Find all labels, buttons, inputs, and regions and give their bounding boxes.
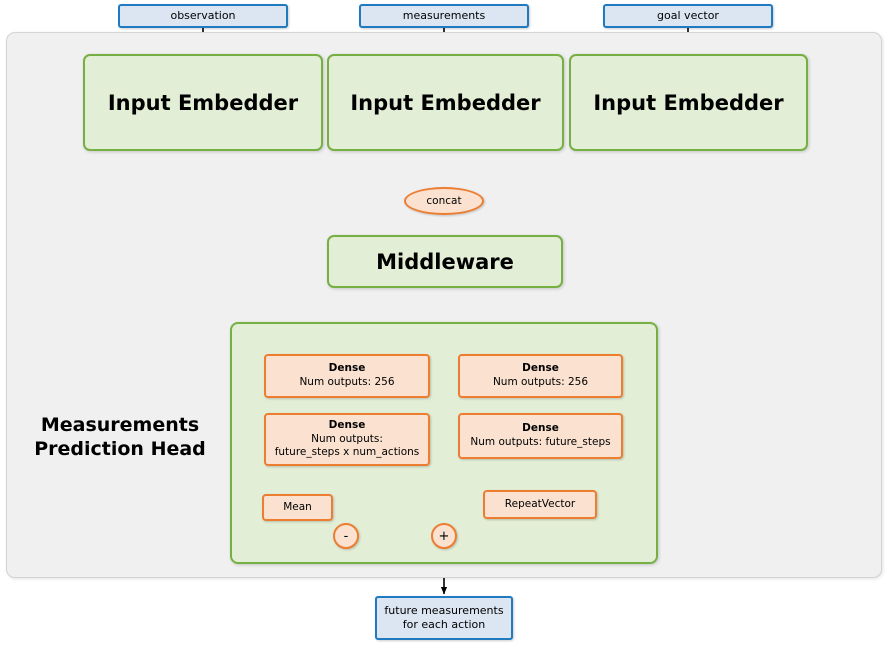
add-operator[interactable]: + [431, 523, 457, 549]
subtract-operator-label: - [343, 528, 349, 544]
input-embedder-2-label: Input Embedder [350, 90, 541, 115]
dense-left-1[interactable]: Dense Num outputs: 256 [264, 354, 430, 398]
dense-right-1-title: Dense [522, 362, 559, 375]
input-embedder-3-label: Input Embedder [593, 90, 784, 115]
dense-left-2-title: Dense [328, 419, 366, 432]
input-goal-vector-label: goal vector [657, 9, 719, 23]
input-goal-vector[interactable]: goal vector [603, 4, 773, 28]
measurements-prediction-head-label: Measurements Prediction Head [22, 414, 218, 462]
repeat-vector-node[interactable]: RepeatVector [483, 490, 597, 519]
dense-right-2[interactable]: Dense Num outputs: future_steps [458, 413, 623, 459]
input-embedder-1[interactable]: Input Embedder [83, 54, 323, 151]
dense-right-1-detail: Num outputs: 256 [492, 376, 589, 388]
output-line2: for each action [402, 618, 486, 631]
dense-left-2-detail-line2: future_steps x num_actions [274, 446, 420, 459]
head-label-line1: Measurements [40, 414, 200, 436]
subtract-operator[interactable]: - [333, 523, 359, 549]
input-measurements-label: measurements [402, 9, 486, 23]
input-measurements[interactable]: measurements [359, 4, 529, 28]
repeat-vector-label: RepeatVector [504, 497, 576, 510]
dense-left-1-detail: Num outputs: 256 [299, 376, 395, 388]
output-line1: future measurements [384, 604, 504, 618]
dense-right-2-detail: Num outputs: future_steps [470, 436, 611, 448]
middleware-label: Middleware [376, 249, 514, 274]
input-observation[interactable]: observation [118, 4, 288, 28]
input-embedder-1-label: Input Embedder [107, 90, 299, 115]
input-embedder-2[interactable]: Input Embedder [327, 54, 564, 151]
concat-node[interactable]: concat [404, 187, 484, 215]
add-operator-label: + [438, 528, 450, 544]
dense-left-2[interactable]: Dense Num outputs: future_steps x num_ac… [264, 413, 430, 466]
dense-right-2-title: Dense [522, 422, 559, 435]
output-future-measurements[interactable]: future measurements for each action [375, 596, 513, 640]
dense-left-2-detail-line1: Num outputs: [311, 432, 383, 445]
input-embedder-3[interactable]: Input Embedder [569, 54, 808, 151]
dense-left-1-title: Dense [328, 362, 366, 375]
head-label-line2: Prediction Head [34, 437, 206, 460]
concat-label: concat [426, 195, 462, 207]
dense-right-1[interactable]: Dense Num outputs: 256 [458, 354, 623, 398]
mean-label: Mean [283, 500, 312, 513]
input-observation-label: observation [170, 9, 236, 23]
mean-node[interactable]: Mean [262, 494, 333, 521]
middleware-node[interactable]: Middleware [327, 235, 563, 288]
